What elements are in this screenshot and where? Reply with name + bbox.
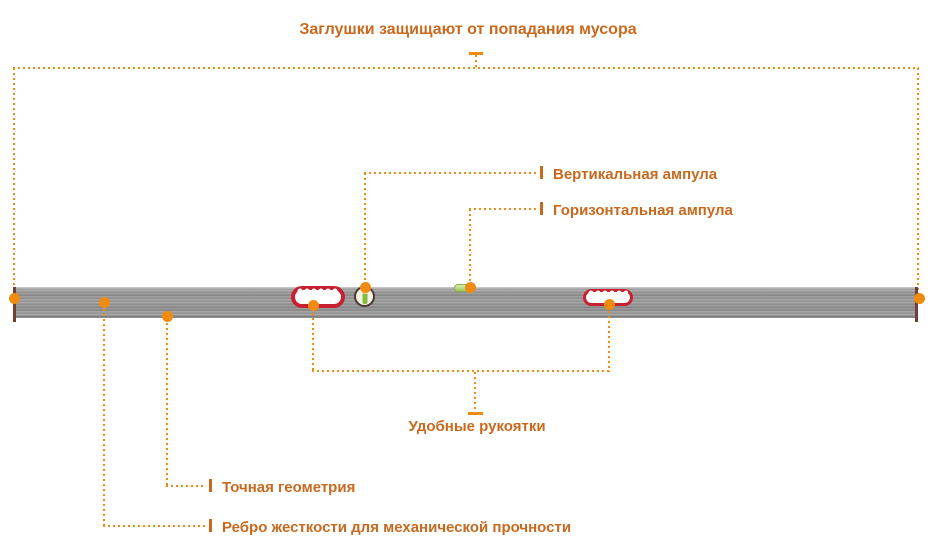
anchor-dot-left-end	[9, 293, 20, 304]
rib-leader	[103, 525, 206, 527]
caps-leader-right	[917, 68, 919, 296]
anchor-dot-rib	[99, 297, 110, 308]
anchor-dot-right-handle	[604, 299, 615, 310]
anchor-dot-left-handle	[308, 300, 319, 311]
geometry-tick	[209, 479, 212, 492]
vertical-vial-leader-stem	[364, 173, 366, 286]
vertical-vial-leader	[364, 172, 538, 174]
rib-leader-stem	[103, 304, 105, 526]
horizontal-vial-leader	[469, 208, 538, 210]
geometry-leader	[166, 485, 206, 487]
horizontal-vial-tick	[540, 202, 543, 215]
geometry-leader-stem	[166, 318, 168, 486]
left-end-cap	[13, 287, 16, 322]
anchor-dot-geometry	[162, 311, 173, 322]
vertical-vial-label: Вертикальная ампула	[553, 166, 718, 183]
vertical-vial-liquid	[362, 289, 367, 304]
right-end-cap	[915, 287, 918, 322]
anchor-dot-vertical-vial	[360, 282, 371, 293]
handles-leader-right	[608, 306, 610, 372]
caps-leader-left	[13, 68, 15, 296]
anchor-dot-right-end	[914, 293, 925, 304]
handles-leader-stem	[474, 372, 476, 410]
geometry-label: Точная геометрия	[222, 479, 356, 496]
rib-tick	[209, 519, 212, 532]
handles-tick	[468, 412, 483, 415]
handles-leader-bottom	[312, 370, 610, 372]
horizontal-vial-leader-stem	[469, 209, 471, 286]
vertical-vial-tick	[540, 166, 543, 179]
rib-label: Ребро жесткости для механической прочнос…	[222, 519, 572, 536]
handles-label: Удобные рукоятки	[408, 418, 546, 435]
anchor-dot-horizontal-vial	[465, 282, 476, 293]
caps-leader-top	[13, 67, 919, 69]
horizontal-vial-label: Горизонтальная ампула	[553, 202, 733, 219]
handles-leader-left	[312, 308, 314, 372]
caps-tick	[469, 52, 483, 55]
caps-tick-stem	[475, 55, 477, 67]
caps-label: Заглушки защищают от попадания мусора	[299, 21, 637, 38]
